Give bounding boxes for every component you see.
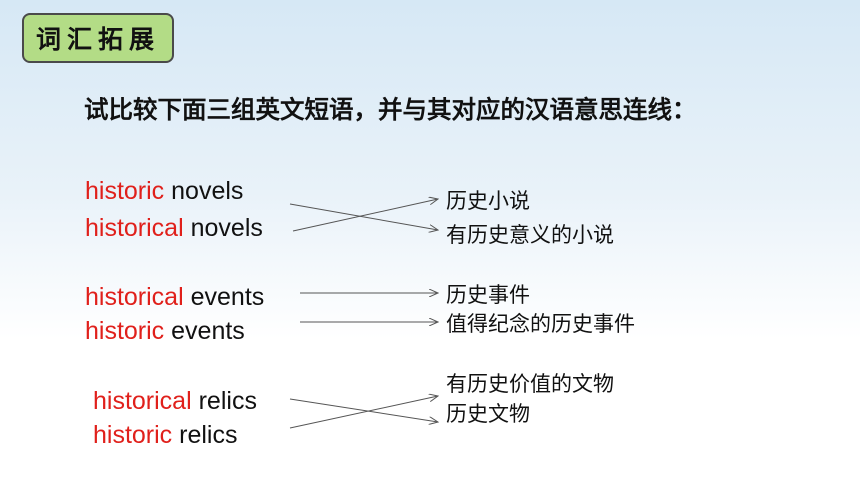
arrow-line [292,199,438,232]
chinese-meaning: 有历史价值的文物 [446,372,614,396]
chinese-meaning: 值得纪念的历史事件 [446,312,635,336]
adjective-red: historic [85,177,165,205]
chinese-meaning: 历史文物 [446,402,530,426]
instruction-text: 试比较下面三组英文短语，并与其对应的汉语意思连线： [84,95,697,124]
english-phrase: historical novels [85,214,263,242]
chinese-meaning: 有历史意义的小说 [446,223,614,247]
arrow-line [289,396,438,429]
chinese-meaning: 历史事件 [446,283,530,307]
noun-text: relics [191,387,257,415]
english-phrase: historical events [85,283,264,311]
english-phrase: historic events [85,317,245,345]
noun-text: novels [183,214,263,242]
adjective-red: historical [93,387,192,415]
adjective-red: historical [85,214,184,242]
noun-text: novels [164,177,244,205]
chinese-meaning: 历史小说 [446,189,530,213]
arrow-line [289,203,438,230]
adjective-red: historical [85,283,184,311]
noun-text: events [164,317,245,345]
adjective-red: historic [93,421,173,449]
english-phrase: historic novels [85,177,243,205]
english-phrase: historical relics [93,387,257,415]
noun-text: events [183,283,265,311]
noun-text: relics [172,421,238,449]
section-tag: 词汇拓展 [22,13,174,63]
arrow-line [289,398,438,422]
adjective-red: historic [85,317,165,345]
english-phrase: historic relics [93,421,237,449]
